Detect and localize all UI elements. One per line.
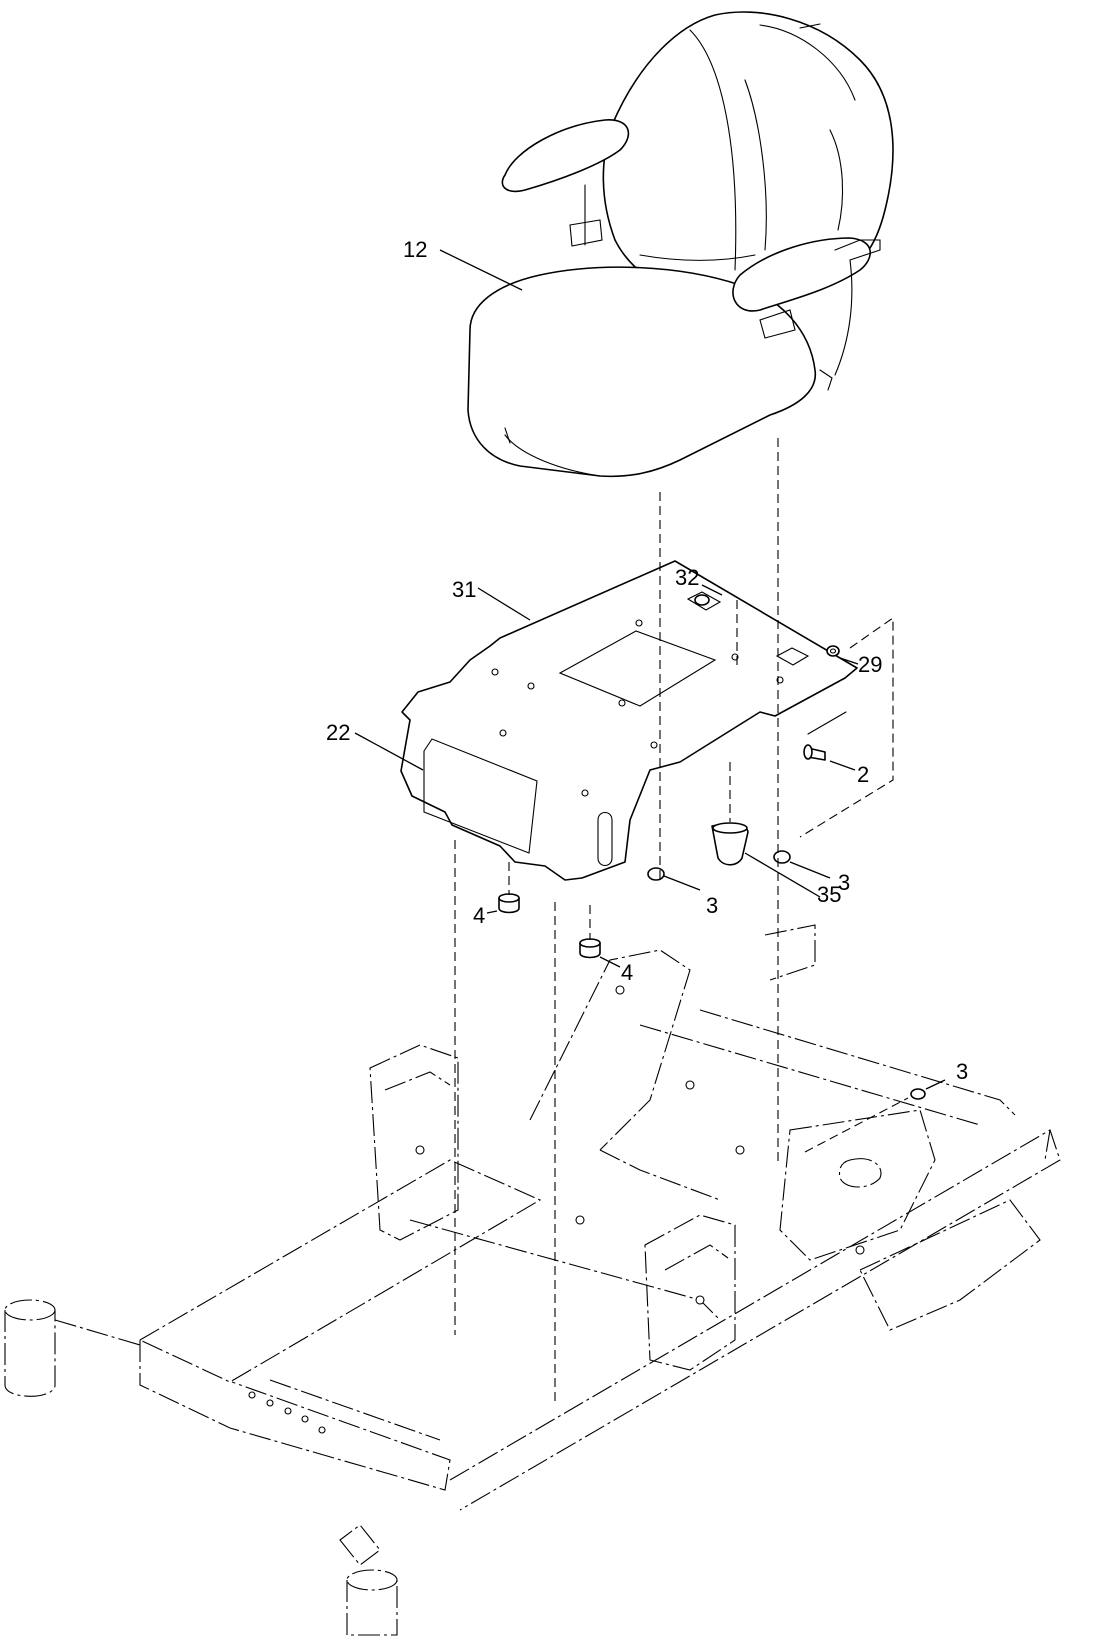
callout-pad: 22 <box>326 720 350 745</box>
callout-bumper-center: 4 <box>621 960 633 985</box>
callout-bolt: 2 <box>857 762 869 787</box>
callout-seat-plate: 31 <box>452 577 476 602</box>
seat-plate <box>400 560 858 881</box>
assembly-centerlines <box>454 438 909 1405</box>
callouts: 12 31 32 29 22 2 3 35 3 4 4 3 <box>326 237 968 1084</box>
mower-frame <box>4 924 1061 1636</box>
callout-washer: 29 <box>858 652 882 677</box>
seat <box>467 11 894 478</box>
callout-bumper-left: 4 <box>473 903 485 928</box>
callout-nut-center: 3 <box>706 893 718 918</box>
callout-nut-frame: 3 <box>956 1059 968 1084</box>
callout-plate-nut: 32 <box>675 565 699 590</box>
callout-nut-right: 3 <box>838 870 850 895</box>
callout-seat: 12 <box>403 237 427 262</box>
leader-lines <box>354 249 946 1090</box>
hardware <box>498 594 926 1100</box>
callout-bumper-cone: 35 <box>817 882 841 907</box>
